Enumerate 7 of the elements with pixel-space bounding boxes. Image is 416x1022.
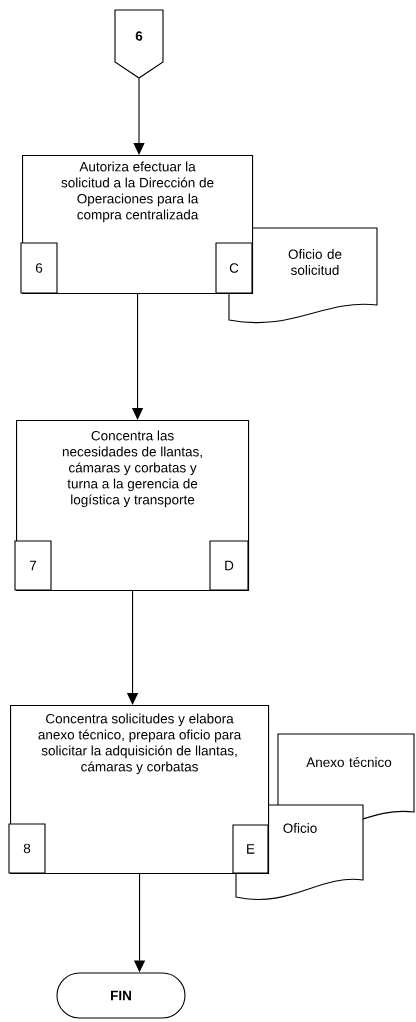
reference-box: C [215,242,253,294]
reference-box: 8 [8,823,46,874]
arrow [133,78,145,155]
reference-box: 7 [14,540,52,591]
reference-box: 6 [20,242,58,294]
reference-box: D [209,540,249,591]
reference-box: E [232,824,269,874]
